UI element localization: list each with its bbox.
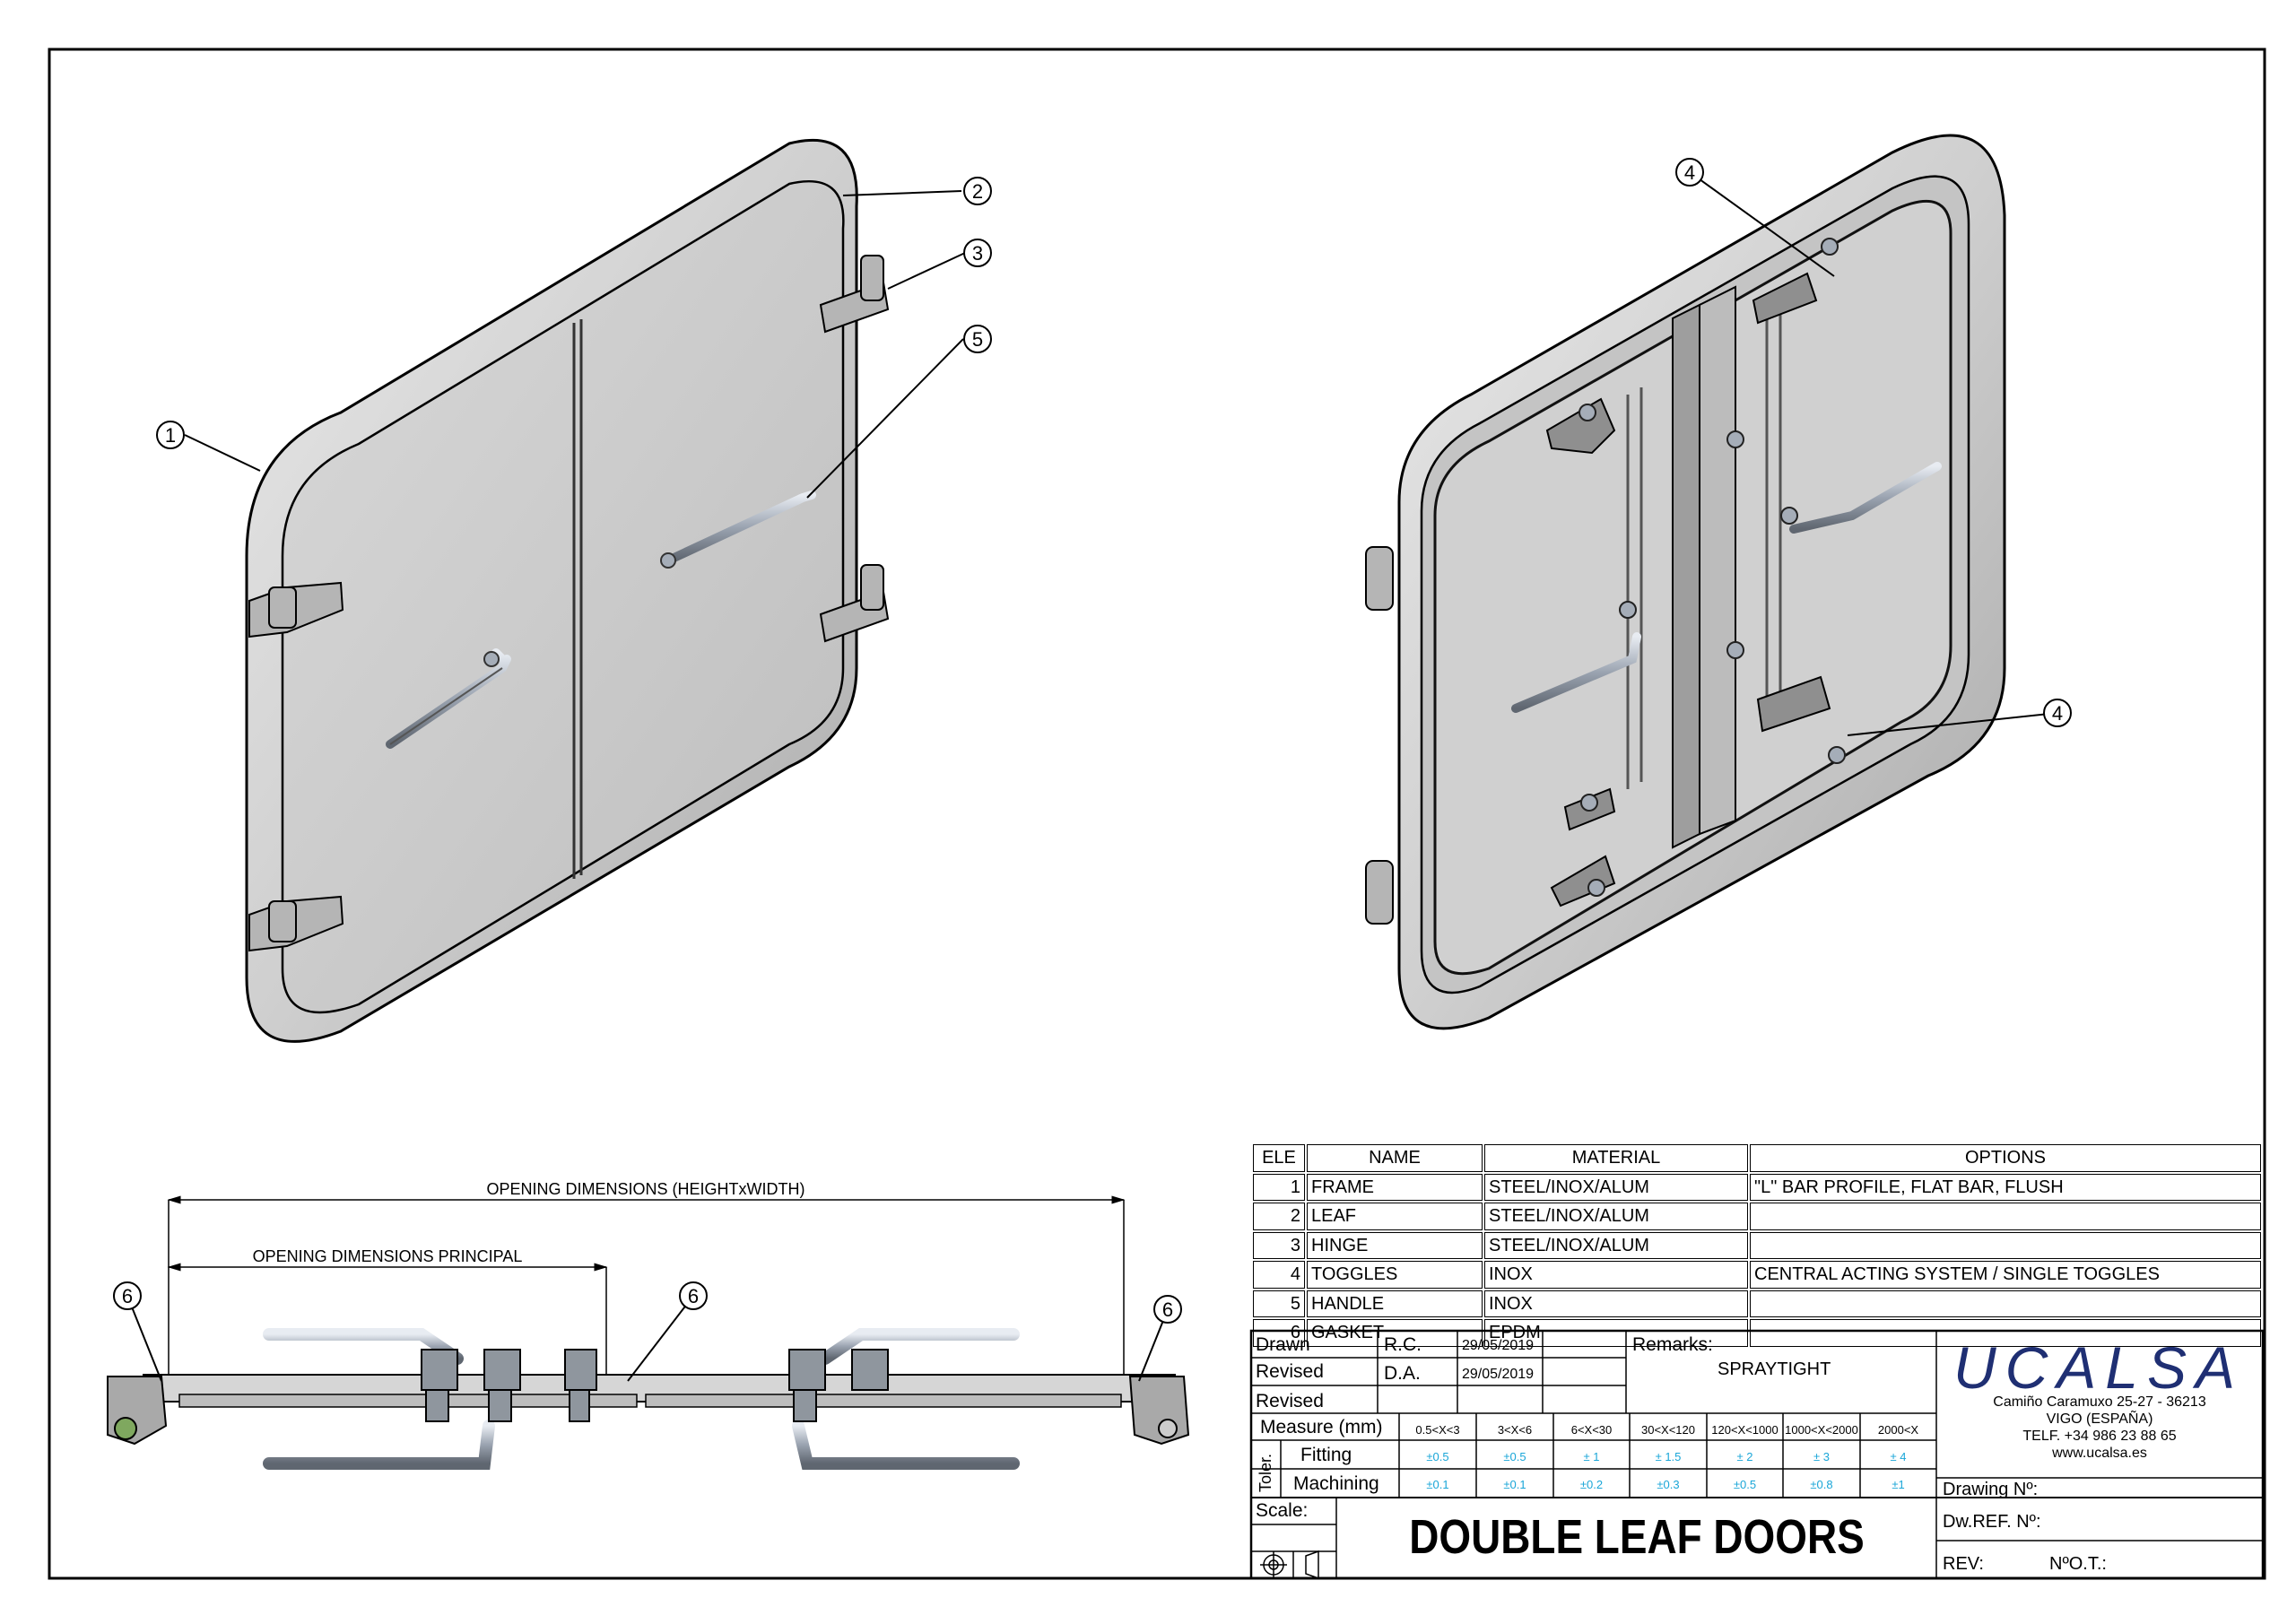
- drawing-no-label: Drawing Nº:: [1943, 1480, 2039, 1499]
- fitting-4: ± 1.5: [1655, 1450, 1682, 1463]
- measure-label: Measure (mm): [1260, 1417, 1383, 1437]
- door-front-view: [245, 138, 890, 1043]
- scale-label: Scale:: [1256, 1500, 1309, 1521]
- machining-1: ±0.1: [1426, 1478, 1449, 1491]
- range-1: 0.5<X<3: [1415, 1423, 1460, 1437]
- bom-header-material: MATERIAL: [1484, 1144, 1748, 1172]
- bom-header-ele: ELE: [1253, 1144, 1305, 1172]
- section-view: [107, 1195, 1190, 1470]
- range-5: 120<X<1000: [1711, 1423, 1779, 1437]
- bill-of-materials: ELE NAME MATERIAL OPTIONS 1 FRAME STEEL/…: [1251, 1142, 2263, 1349]
- range-6: 1000<X<2000: [1785, 1423, 1858, 1437]
- drawn-date: 29/05/2019: [1462, 1338, 1535, 1353]
- drawing-title: DOUBLE LEAF DOORS: [1409, 1510, 1865, 1564]
- fitting-1: ±0.5: [1426, 1450, 1449, 1463]
- revised-by: D.A.: [1384, 1363, 1421, 1384]
- table-row: 2 LEAF STEEL/INOX/ALUM: [1253, 1203, 2261, 1230]
- balloon-6-right: 6: [1162, 1298, 1173, 1321]
- machining-7: ±1: [1892, 1478, 1905, 1491]
- drawn-by: R.C.: [1384, 1334, 1422, 1355]
- rev-label: REV:: [1943, 1554, 1984, 1574]
- fitting-2: ±0.5: [1503, 1450, 1526, 1463]
- company-info: Camiño Caramuxo 25-27 - 36213 VIGO (ESPA…: [1936, 1394, 2263, 1462]
- machining-4: ±0.3: [1657, 1478, 1680, 1491]
- sheet-border: [48, 48, 2266, 1580]
- balloon-1: 1: [165, 424, 176, 447]
- fitting-5: ± 2: [1736, 1450, 1753, 1463]
- bom-header-name: NAME: [1307, 1144, 1483, 1172]
- table-row: 5 HANDLE INOX: [1253, 1290, 2261, 1317]
- balloon-6-mid: 6: [688, 1285, 699, 1307]
- machining-2: ±0.1: [1503, 1478, 1526, 1491]
- fitting-6: ± 3: [1813, 1450, 1830, 1463]
- balloon-4-bottom: 4: [2052, 702, 2063, 725]
- fitting-label: Fitting: [1300, 1445, 1352, 1465]
- dim-overall-label: OPENING DIMENSIONS (HEIGHTxWIDTH): [487, 1180, 805, 1198]
- table-row: 6 GASKET EPDM: [1253, 1319, 2261, 1347]
- balloons: [113, 158, 2072, 1382]
- machining-5: ±0.5: [1733, 1478, 1757, 1491]
- dwref-label: Dw.REF. Nº:: [1943, 1512, 2041, 1532]
- balloon-2: 2: [972, 180, 983, 203]
- toler-label: Toler.: [1257, 1453, 1274, 1492]
- not-label: NºO.T.:: [2049, 1554, 2107, 1574]
- table-row: 4 TOGGLES INOX CENTRAL ACTING SYSTEM / S…: [1253, 1261, 2261, 1289]
- balloon-3: 3: [972, 242, 983, 265]
- revised2-label: Revised: [1256, 1391, 1324, 1411]
- svg-text:UCALSA: UCALSA: [1953, 1334, 2244, 1401]
- range-4: 30<X<120: [1640, 1423, 1695, 1437]
- range-7: 2000<X: [1877, 1423, 1919, 1437]
- machining-6: ±0.8: [1810, 1478, 1833, 1491]
- dim-principal-label: OPENING DIMENSIONS PRINCIPAL: [253, 1247, 523, 1265]
- remarks-label: Remarks:: [1632, 1334, 1713, 1355]
- titleblock-grid: [1249, 1329, 2265, 1580]
- table-row: 1 FRAME STEEL/INOX/ALUM "L" BAR PROFILE,…: [1253, 1173, 2261, 1201]
- remarks-value: SPRAYTIGHT: [1718, 1359, 1831, 1379]
- machining-label: Machining: [1293, 1473, 1379, 1494]
- fitting-3: ± 1: [1583, 1450, 1600, 1463]
- revised-date: 29/05/2019: [1462, 1367, 1535, 1382]
- bom-header-options: OPTIONS: [1750, 1144, 2261, 1172]
- balloon-5: 5: [972, 328, 983, 351]
- company-address: Camiño Caramuxo 25-27 - 36213: [1993, 1394, 2206, 1410]
- fitting-7: ± 4: [1890, 1450, 1907, 1463]
- projection-symbol: [1260, 1550, 1319, 1580]
- range-2: 3<X<6: [1497, 1423, 1533, 1437]
- revised-label: Revised: [1256, 1361, 1324, 1382]
- ucalsa-logo: UCALSA: [1953, 1334, 2244, 1401]
- drawn-label: Drawn: [1256, 1334, 1310, 1355]
- balloon-6-left: 6: [122, 1285, 133, 1307]
- company-city: VIGO (ESPAÑA): [2046, 1411, 2153, 1427]
- range-3: 6<X<30: [1570, 1423, 1613, 1437]
- company-web: www.ucalsa.es: [2052, 1446, 2147, 1461]
- company-phone: TELF. +34 986 23 88 65: [2022, 1429, 2177, 1444]
- balloon-4-top: 4: [1684, 161, 1695, 184]
- table-row: 3 HINGE STEEL/INOX/ALUM: [1253, 1231, 2261, 1259]
- machining-3: ±0.2: [1579, 1478, 1604, 1491]
- door-rear-view: [1365, 134, 2006, 1030]
